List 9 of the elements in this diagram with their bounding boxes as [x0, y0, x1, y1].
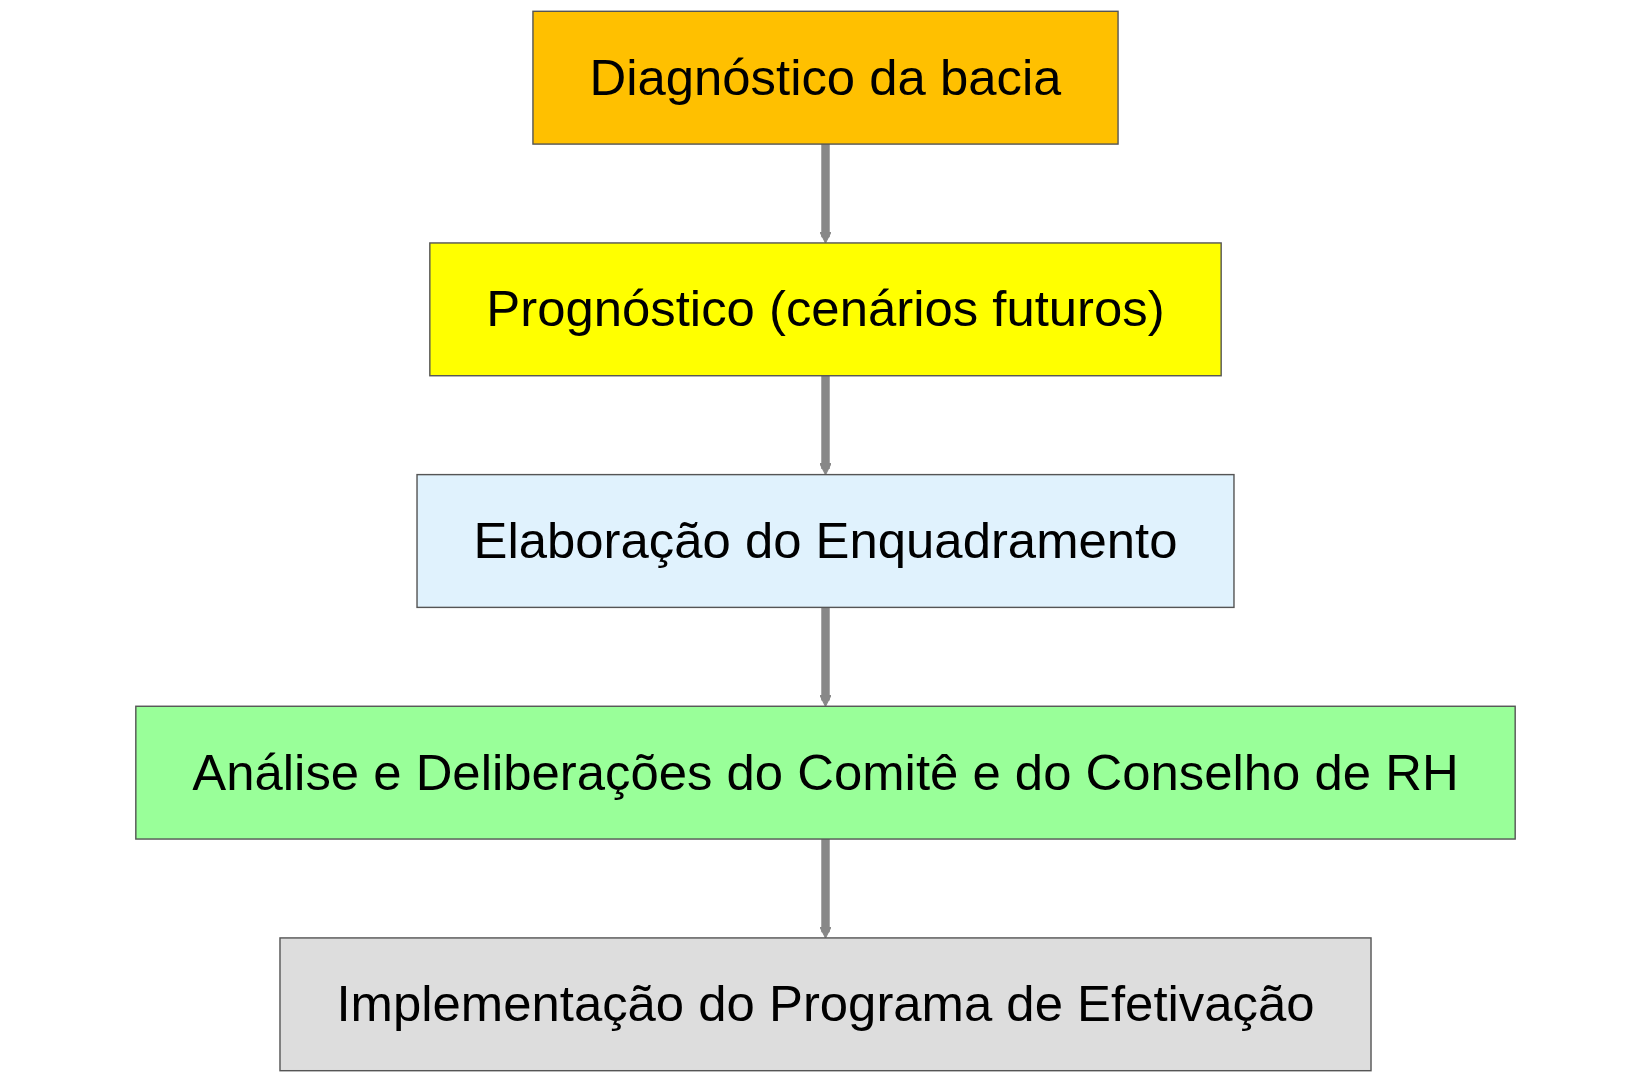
arrow: [819, 375, 832, 476]
node-box: Análise e Deliberações do Comitê e do Conselho de RH: [135, 705, 1516, 840]
node-box: Prognóstico (cenários futuros): [429, 242, 1222, 377]
arrow: [819, 144, 832, 244]
node-box: Implementação do Programa de Efetivação: [279, 937, 1372, 1072]
node-box: Elaboração do Enquadramento: [416, 473, 1235, 609]
node-box: Diagnóstico da bacia: [532, 10, 1119, 145]
arrow: [819, 607, 832, 707]
arrow: [819, 839, 832, 939]
